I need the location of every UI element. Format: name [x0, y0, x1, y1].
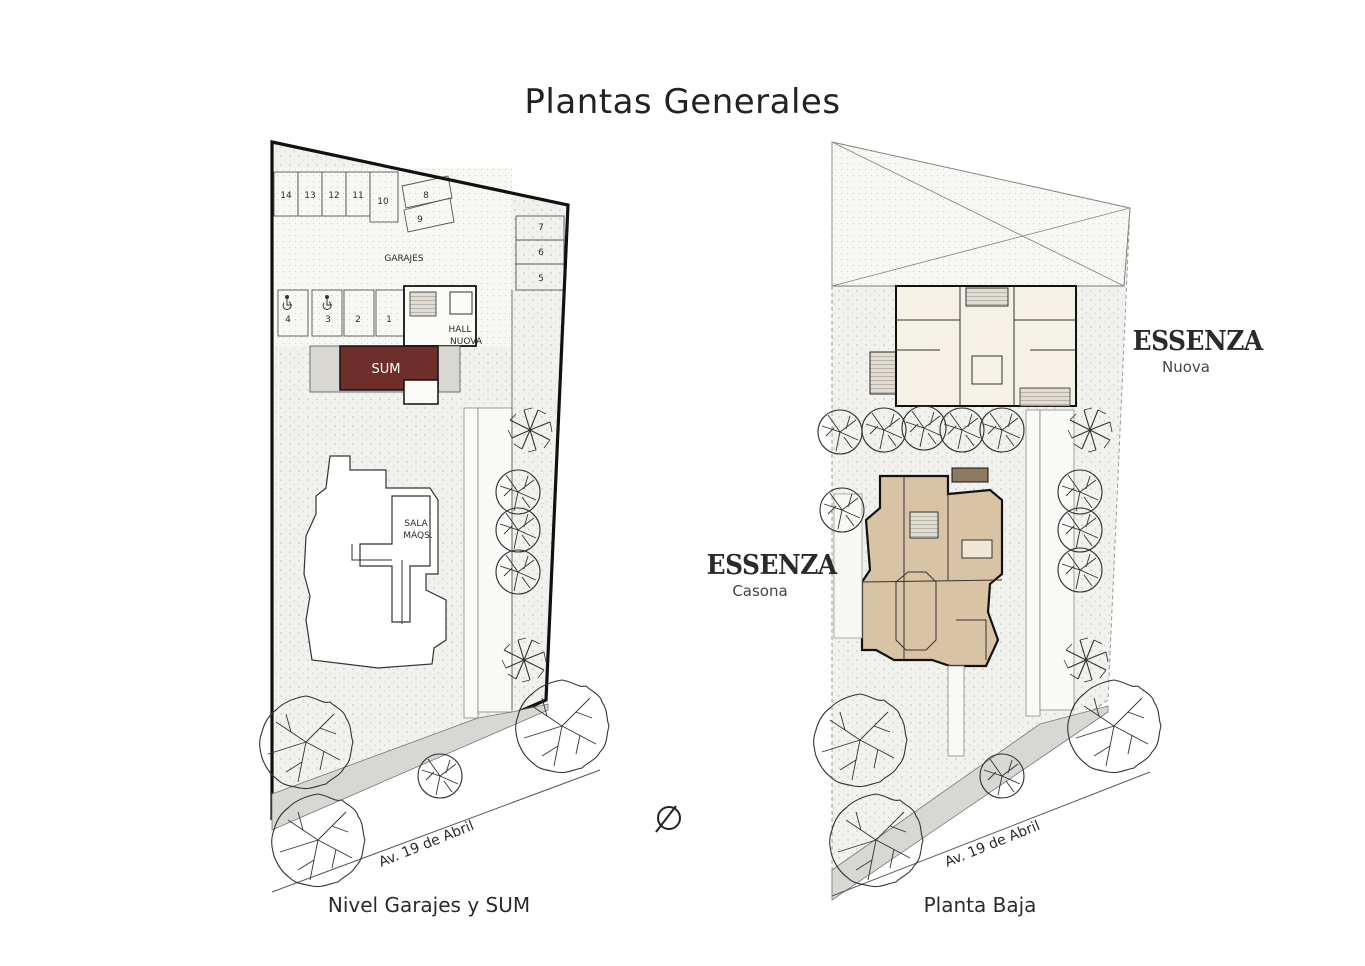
space-5: 5 [538, 274, 544, 284]
left-plan-caption: Nivel Garajes y SUM [327, 893, 531, 917]
tree-icon [417, 753, 463, 799]
space-6: 6 [538, 248, 544, 258]
wheelchair-icon [322, 295, 332, 310]
space-10: 10 [377, 197, 389, 207]
space-4: 4 [285, 315, 291, 325]
parking-numbers: 14 13 12 11 10 8 9 7 6 5 4 3 2 1 GARAJES [280, 191, 544, 325]
brand-casona-subtitle: Casona [732, 582, 788, 600]
right-street-label: Av. 19 de Abril [943, 818, 1043, 871]
sala-label-line2: MÁQS. [403, 529, 432, 541]
sala-label-line1: SALA [404, 519, 428, 529]
wheelchair-icon [282, 295, 292, 310]
space-11: 11 [352, 191, 363, 201]
right-plan-caption: Planta Baja [923, 893, 1037, 917]
north-compass-icon [655, 805, 681, 833]
sum-label: SUM [372, 362, 401, 377]
garajes-label: GARAJES [384, 254, 424, 264]
right-site-plan: Av. 19 de Abril [813, 141, 1162, 901]
space-1: 1 [386, 315, 392, 325]
hall-label-line2: NUOVA [450, 337, 483, 347]
left-street-label: Av. 19 de Abril [377, 818, 477, 871]
brand-casona-logo: ESSENZA [706, 550, 838, 581]
space-12: 12 [328, 191, 339, 201]
left-site-plan: HALL NUOVA SUM SALA MÁQS. 14 13 12 11 10… [259, 140, 610, 893]
space-14: 14 [280, 191, 292, 201]
brand-nuova-logo: ESSENZA [1132, 326, 1264, 357]
space-7: 7 [538, 223, 544, 233]
brand-nuova-subtitle: Nuova [1162, 358, 1210, 376]
space-13: 13 [304, 191, 315, 201]
hall-label-line1: HALL [449, 325, 472, 335]
space-9: 9 [417, 215, 423, 225]
space-2: 2 [355, 315, 361, 325]
page-title: Plantas Generales [524, 82, 841, 122]
space-8: 8 [423, 191, 429, 201]
space-3: 3 [325, 315, 331, 325]
